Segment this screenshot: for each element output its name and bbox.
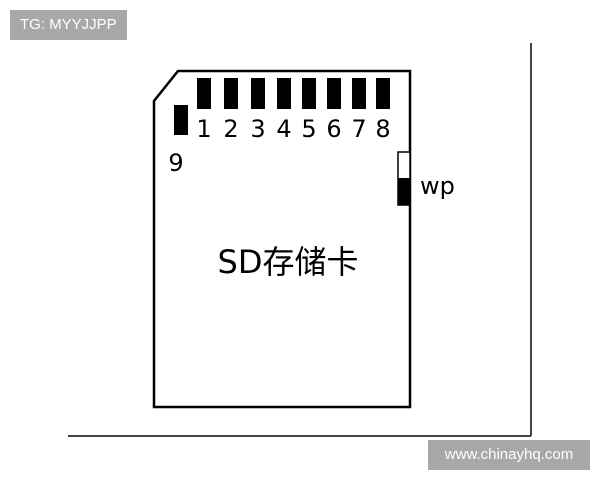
pin-contacts: [197, 78, 390, 109]
pin-1-label: 1: [196, 115, 211, 143]
pin-6-contact: [327, 78, 341, 109]
pin-8-label: 8: [375, 115, 390, 143]
pin-4-label: 4: [276, 115, 291, 143]
pin-1-contact: [197, 78, 211, 109]
pin-2-contact: [224, 78, 238, 109]
pin-labels: 1 2 3 4 5 6 7 8 9: [168, 115, 390, 177]
sd-card-outline: [152, 69, 412, 409]
wp-label: wp: [420, 172, 455, 200]
pin-3-contact: [251, 78, 265, 109]
watermark-tag-bottom: www.chinayhq.com: [428, 440, 590, 470]
pin-3-label: 3: [250, 115, 265, 143]
pin-5-label: 5: [301, 115, 316, 143]
pin-4-contact: [277, 78, 291, 109]
wp-switch-knob: [398, 178, 410, 205]
pin-9-label: 9: [168, 149, 183, 177]
pin-2-label: 2: [223, 115, 238, 143]
card-title: SD存储卡: [218, 243, 359, 281]
pin-9-contact: [174, 105, 188, 135]
watermark-tag-top: TG: MYYJJPP: [10, 10, 127, 40]
pin-7-label: 7: [351, 115, 366, 143]
pin-7-contact: [352, 78, 366, 109]
pin-5-contact: [302, 78, 316, 109]
pin-6-label: 6: [326, 115, 341, 143]
pin-8-contact: [376, 78, 390, 109]
write-protect-switch: [397, 151, 411, 206]
